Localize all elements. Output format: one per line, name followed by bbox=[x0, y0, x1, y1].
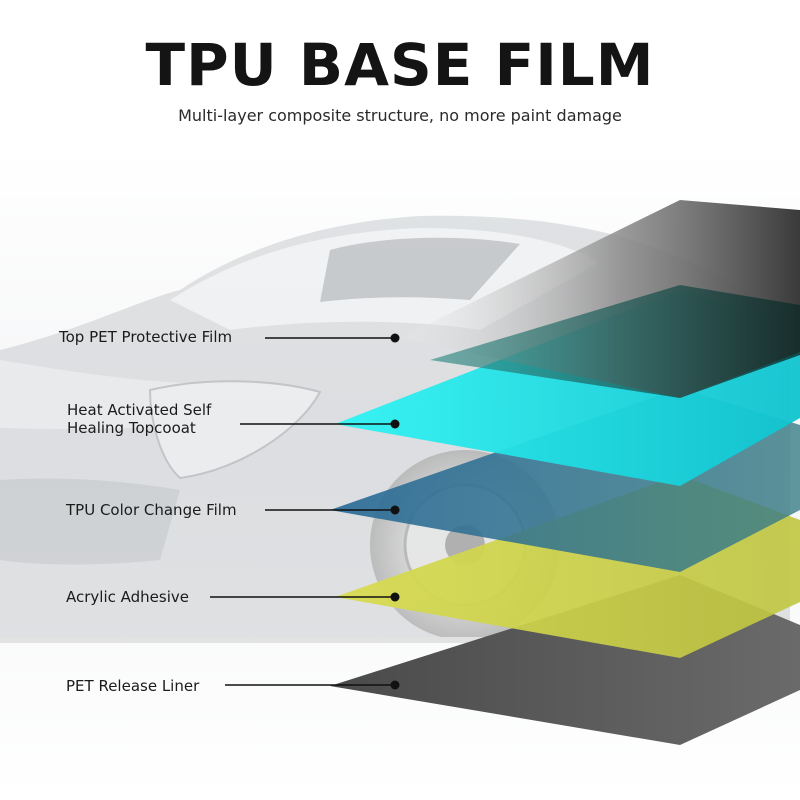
label-top-pet-protective-film: Top PET Protective Film bbox=[59, 328, 232, 346]
label-tpu-color-change-film: TPU Color Change Film bbox=[66, 501, 237, 519]
label-line: PET Release Liner bbox=[66, 677, 200, 695]
label-line: TPU Color Change Film bbox=[66, 501, 237, 519]
label-heat-activated-topcoat: Heat Activated Self Healing Topcooat bbox=[67, 401, 211, 437]
page-subtitle: Multi-layer composite structure, no more… bbox=[178, 106, 622, 125]
label-line: Acrylic Adhesive bbox=[66, 588, 189, 606]
label-acrylic-adhesive: Acrylic Adhesive bbox=[66, 588, 189, 606]
leader-dot-5 bbox=[390, 680, 400, 690]
label-pet-release-liner: PET Release Liner bbox=[66, 677, 199, 695]
label-line: Healing Topcooat bbox=[67, 419, 196, 437]
leader-dot-3 bbox=[390, 505, 400, 515]
label-line: Top PET Protective Film bbox=[59, 328, 233, 346]
leader-dot-4 bbox=[390, 592, 400, 602]
page-title: TPU BASE FILM bbox=[145, 31, 655, 99]
layer-top-pet-tint bbox=[430, 285, 800, 398]
leader-dot-2 bbox=[390, 419, 400, 429]
label-line: Heat Activated Self bbox=[67, 401, 212, 419]
leader-dot-1 bbox=[390, 333, 400, 343]
